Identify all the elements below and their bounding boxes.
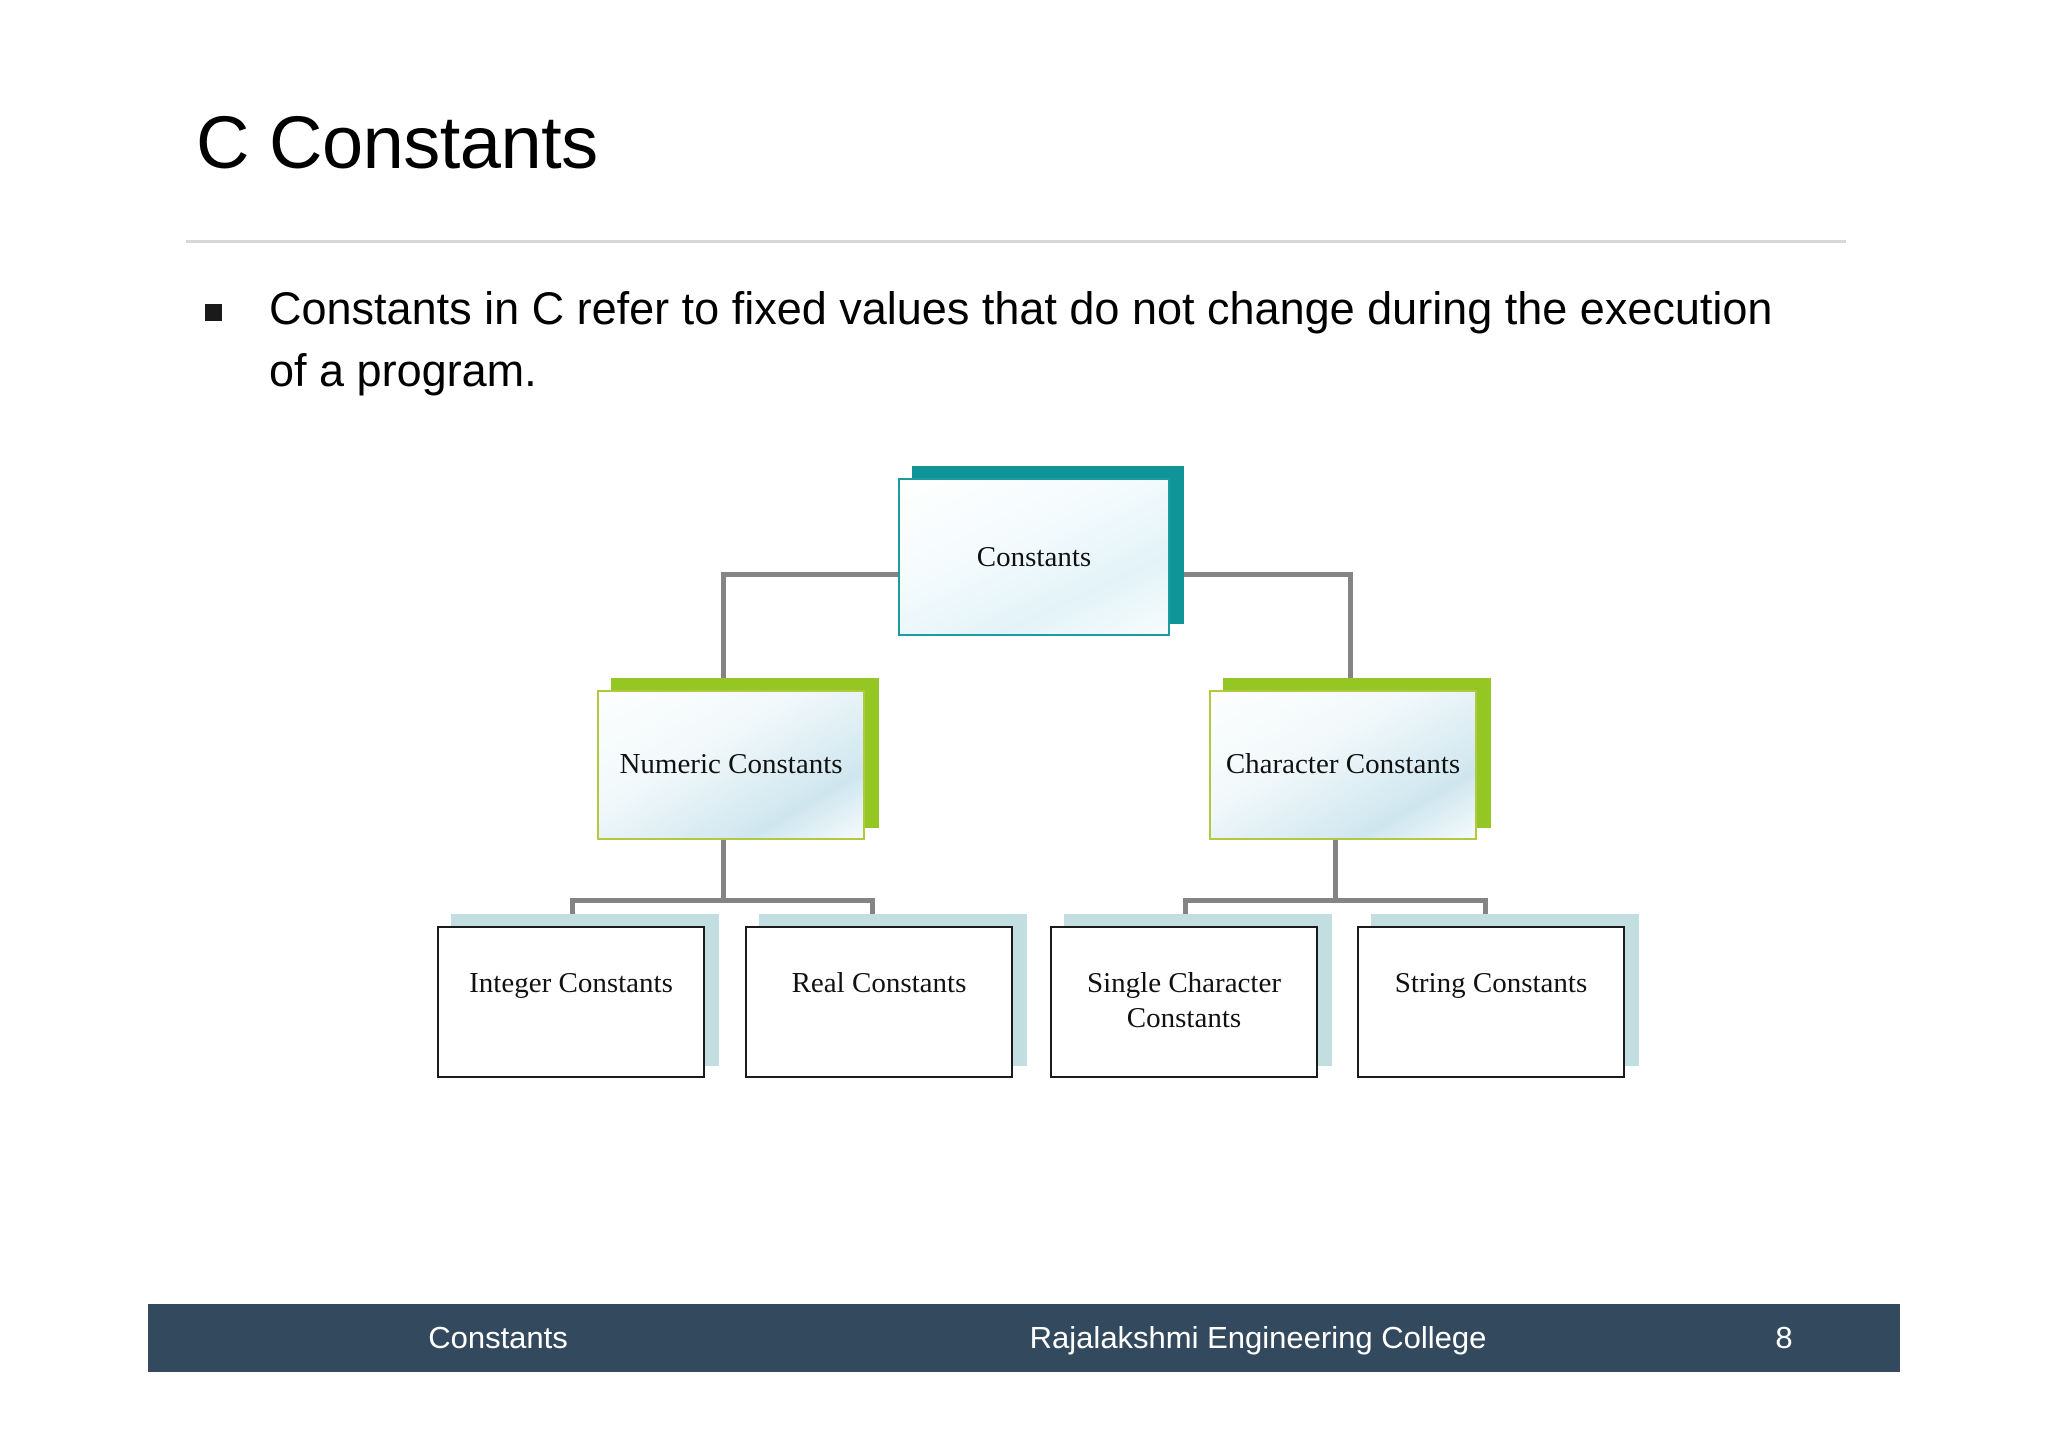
- diagram-node-real-constants[interactable]: Real Constants: [745, 914, 1027, 1078]
- page-title: C Constants: [196, 101, 598, 184]
- diagram-node-numeric-constants[interactable]: Numeric Constants: [597, 678, 879, 840]
- connector-numeric-bus: [570, 898, 875, 903]
- square-bullet-icon: [205, 304, 222, 321]
- slide-footer: Constants Rajalakshmi Engineering Colleg…: [148, 1304, 1900, 1372]
- node-label-real-constants: Real Constants: [745, 926, 1013, 1078]
- bullet-text: Constants in C refer to fixed values tha…: [269, 283, 1773, 397]
- node-label-numeric-constants: Numeric Constants: [597, 690, 865, 840]
- connector-to-integer: [570, 898, 575, 926]
- node-label-character-constants: Character Constants: [1209, 690, 1477, 840]
- connector-character-vertical: [1333, 840, 1338, 902]
- connector-to-single-character: [1183, 898, 1188, 926]
- node-label-constants: Constants: [898, 478, 1170, 636]
- connector-to-numeric: [721, 572, 726, 690]
- node-label-string-constants: String Constants: [1357, 926, 1625, 1078]
- footer-page-number: 8: [1775, 1320, 1793, 1355]
- diagram-node-constants[interactable]: Constants: [898, 466, 1184, 636]
- bullet-list-item: Constants in C refer to fixed values tha…: [205, 278, 1845, 402]
- diagram-node-integer-constants[interactable]: Integer Constants: [437, 914, 719, 1078]
- connector-to-real: [870, 898, 875, 926]
- title-divider: [186, 240, 1846, 243]
- diagram-node-string-constants[interactable]: String Constants: [1357, 914, 1639, 1078]
- diagram-node-character-constants[interactable]: Character Constants: [1209, 678, 1491, 840]
- connector-character-bus: [1183, 898, 1488, 903]
- footer-section-label: Constants: [428, 1320, 568, 1355]
- connector-to-character: [1348, 572, 1353, 690]
- node-label-integer-constants: Integer Constants: [437, 926, 705, 1078]
- connector-numeric-vertical: [721, 840, 726, 902]
- node-label-single-character-constants: Single Character Constants: [1050, 926, 1318, 1078]
- connector-to-string: [1483, 898, 1488, 926]
- diagram-node-single-character-constants[interactable]: Single Character Constants: [1050, 914, 1332, 1078]
- footer-organization: Rajalakshmi Engineering College: [1029, 1320, 1487, 1355]
